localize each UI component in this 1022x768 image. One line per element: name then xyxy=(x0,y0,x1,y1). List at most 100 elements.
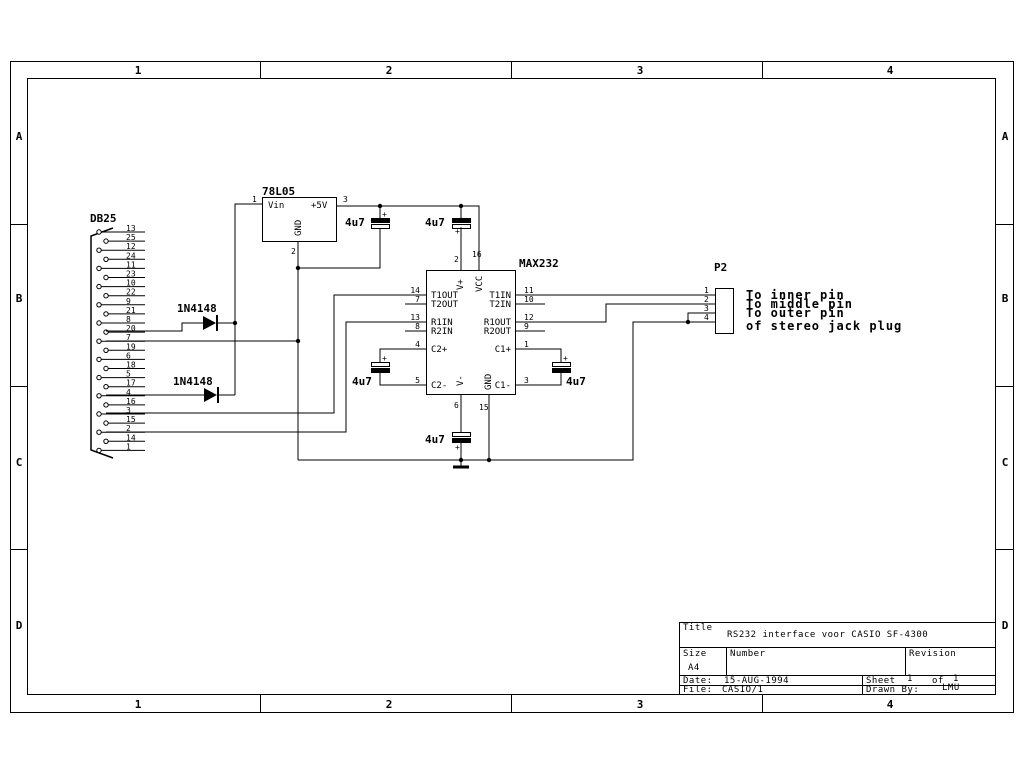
max232-pin-label: T1OUT xyxy=(431,291,459,301)
wires xyxy=(106,203,715,469)
db25-pin-contact xyxy=(96,283,102,290)
cap-regulator-value: 4u7 xyxy=(345,216,365,229)
capacitor-c1: + 4u7 xyxy=(552,354,586,388)
regulator-ref: 78L05 xyxy=(262,185,295,198)
p2-ref: P2 xyxy=(714,261,727,274)
max232-pin-label: T1IN xyxy=(489,291,511,301)
title-label: Title xyxy=(683,623,713,633)
regulator-vin-label: Vin xyxy=(268,201,284,211)
db25-pin-number: 22 xyxy=(126,288,136,297)
regulator-78l05: 78L05 Vin +5V GND 1 3 2 xyxy=(252,185,348,256)
db25-pin-contact xyxy=(96,338,102,344)
max232-pin-number: 10 xyxy=(524,295,534,304)
db25-pin-number: 13 xyxy=(126,224,136,233)
outer-frame xyxy=(10,61,1014,713)
sheet-of-label: of xyxy=(932,676,944,686)
date-value: 15-AUG-1994 xyxy=(724,676,789,686)
db25-pin-number: 18 xyxy=(126,361,136,370)
max232-vcc-label: VCC xyxy=(475,276,485,292)
capacitor-regulator: + 4u7 xyxy=(345,210,390,229)
cap-plus-sign: + xyxy=(382,354,387,363)
db25-pin-contact xyxy=(96,302,102,308)
inner-frame xyxy=(27,78,996,695)
db25-pin-number: 23 xyxy=(126,270,136,279)
capacitor-vminus: + 4u7 xyxy=(425,432,471,452)
column-label: 2 xyxy=(386,64,393,77)
sheet-total: 1 xyxy=(953,674,959,684)
db25-pin-contact xyxy=(96,247,102,253)
db25-pin-number: 12 xyxy=(126,242,136,251)
file-label: File: xyxy=(683,685,713,695)
cap-plus-sign: + xyxy=(382,210,387,219)
row-label: A xyxy=(1002,130,1009,143)
db25-pin-list: 1325122411231022921820719618517416315214… xyxy=(96,224,145,454)
p2-connector: P2 1 2 3 4 To inner pin To middle pin To… xyxy=(704,261,902,334)
max232-vminus-label: V- xyxy=(456,375,466,386)
max232-pin-label: R1IN xyxy=(431,318,453,328)
max232-ref: MAX232 xyxy=(519,257,559,270)
cap-plus-sign: + xyxy=(455,227,460,236)
db25-pin-number: 10 xyxy=(126,279,136,288)
max232-pin-number: 4 xyxy=(415,340,420,349)
row-label: B xyxy=(1002,292,1009,305)
db25-pin-contact xyxy=(96,265,102,272)
row-label: D xyxy=(16,619,23,632)
db25-pin-number: 17 xyxy=(126,379,136,388)
db25-pin-contact xyxy=(96,393,102,399)
cap-vcc-value: 4u7 xyxy=(425,216,445,229)
db25-pin-contact xyxy=(96,320,102,326)
db25-pin-contact xyxy=(103,402,109,408)
column-label: 1 xyxy=(135,698,142,711)
p2-pin-number: 2 xyxy=(704,295,709,304)
max232-pin-number: 8 xyxy=(415,322,420,331)
p2-note-line: To outer pin xyxy=(746,306,845,320)
db25-pin-number: 19 xyxy=(126,342,136,351)
max232-gnd-label: GND xyxy=(484,374,494,390)
column-labels-top: 1 2 3 4 xyxy=(135,64,894,77)
max232-pin-number: 5 xyxy=(415,376,420,385)
db25-pin-number: 4 xyxy=(126,388,131,397)
max232-pin-number: 13 xyxy=(410,313,420,322)
p2-pin-number: 1 xyxy=(704,286,709,295)
diode-top: 1N4148 xyxy=(177,302,218,331)
revision-label: Revision xyxy=(909,649,956,659)
max232-pin-label: T2OUT xyxy=(431,300,459,310)
p2-note-line: To inner pin xyxy=(746,288,845,302)
cap-plus-sign: + xyxy=(563,354,568,363)
db25-pin-number: 8 xyxy=(126,315,131,324)
drawn-by-label: Drawn By: xyxy=(866,685,919,695)
db25-pin-number: 14 xyxy=(126,433,136,442)
row-label: D xyxy=(1002,619,1009,632)
column-label: 2 xyxy=(386,698,393,711)
column-label: 4 xyxy=(887,698,894,711)
regulator-gnd-label: GND xyxy=(294,220,304,236)
row-label: A xyxy=(16,130,23,143)
max232-pin-number: 12 xyxy=(524,313,534,322)
db25-pin-contact xyxy=(96,447,102,454)
cap-plus-sign: + xyxy=(455,443,460,452)
db25-pin-number: 16 xyxy=(126,397,136,406)
regulator-pin-gnd: 2 xyxy=(291,247,296,256)
db25-pin-contact xyxy=(103,365,109,372)
regulator-vout-label: +5V xyxy=(311,201,328,211)
db25-pin-contact xyxy=(103,274,109,281)
capacitor-c2: + 4u7 xyxy=(352,354,390,388)
db25-pin-number: 3 xyxy=(126,406,131,415)
db25-pin-number: 1 xyxy=(126,442,131,451)
db25-pin-contact xyxy=(103,347,109,353)
column-label: 3 xyxy=(637,64,644,77)
number-label: Number xyxy=(730,649,766,659)
db25-pin-contact xyxy=(103,384,109,390)
column-label: 3 xyxy=(637,698,644,711)
sheet-label: Sheet xyxy=(866,676,896,686)
title-value: RS232 interface voor CASIO SF-4300 xyxy=(727,630,928,640)
p2-note-line: of stereo jack plug xyxy=(746,319,902,333)
sheet-number: 1 xyxy=(907,674,913,684)
p2-note-line: To middle pin xyxy=(746,297,853,311)
db25-pin-contact xyxy=(103,256,109,262)
db25-pin-number: 15 xyxy=(126,415,136,424)
max232-pin-number: 16 xyxy=(472,250,482,259)
column-label: 4 xyxy=(887,64,894,77)
max232-pin-label: R2OUT xyxy=(484,327,512,337)
diode-bottom-ref: 1N4148 xyxy=(173,375,213,388)
